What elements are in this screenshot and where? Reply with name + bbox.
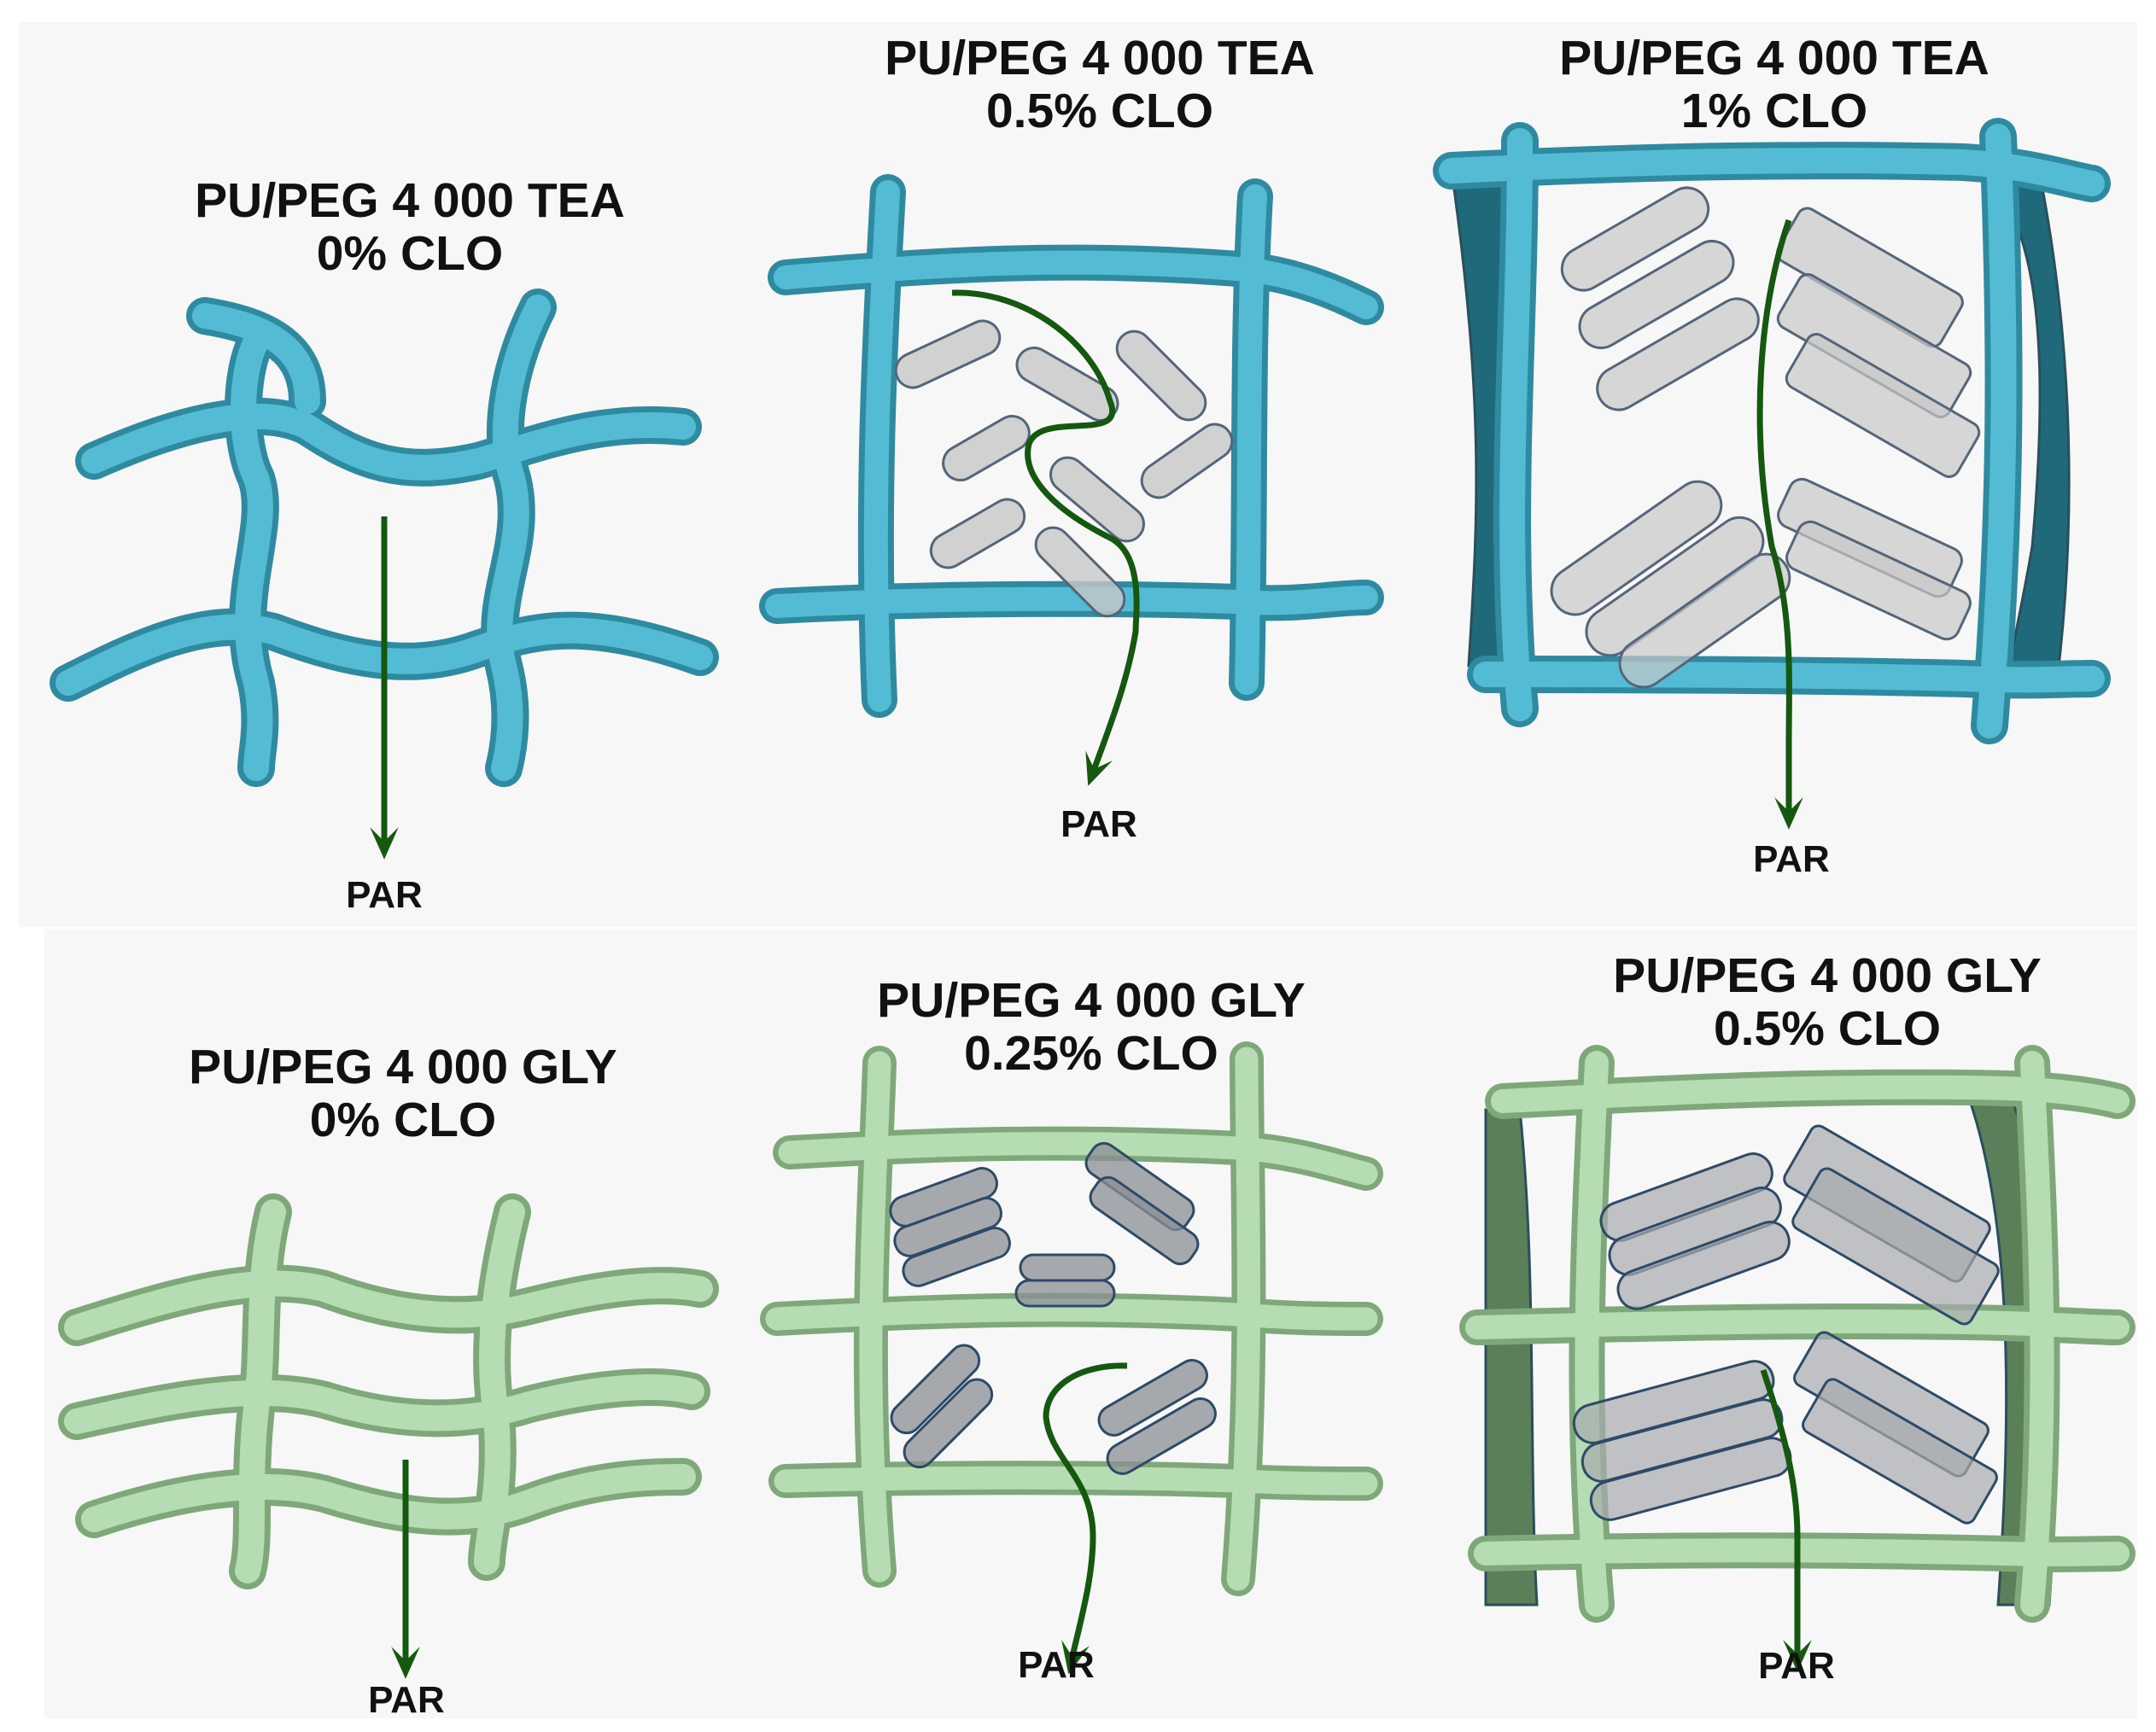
par-label-tea-1: PAR	[1753, 838, 1830, 880]
panel-title-tea-05: PU/PEG 4 000 TEA 0.5% CLO	[885, 31, 1315, 138]
par-label-tea-0: PAR	[346, 874, 423, 916]
par-label-gly-0: PAR	[368, 1679, 445, 1721]
network-gly-05	[1459, 1045, 2136, 1623]
clo-particles-tea-05	[894, 319, 1234, 618]
par-label-gly-05: PAR	[1758, 1645, 1835, 1687]
network-tea-05	[759, 174, 1384, 718]
clo-particles-gly-05	[1572, 1124, 2000, 1525]
network-tea-1	[1433, 118, 2111, 744]
network-tea-0	[50, 289, 719, 787]
par-arrow-tea-05	[951, 289, 1140, 786]
panel-title-tea-0: PU/PEG 4 000 TEA 0% CLO	[195, 173, 625, 281]
panel-title-gly-0: PU/PEG 4 000 GLY 0% CLO	[189, 1040, 617, 1147]
panel-title-gly-05: PU/PEG 4 000 GLY 0.5% CLO	[1613, 948, 2042, 1056]
panel-title-tea-1: PU/PEG 4 000 TEA 1% CLO	[1559, 31, 1989, 138]
panel-title-gly-025: PU/PEG 4 000 GLY 0.25% CLO	[877, 973, 1306, 1081]
clo-particles-gly-025	[889, 1141, 1217, 1475]
par-arrow-gly-05	[1760, 1368, 1812, 1672]
par-label-tea-05: PAR	[1060, 803, 1137, 845]
par-arrow-gly-025	[1043, 1362, 1128, 1675]
network-gly-025	[760, 1041, 1383, 1596]
par-label-gly-025: PAR	[1018, 1644, 1095, 1686]
par-arrow-tea-1	[1756, 219, 1803, 830]
network-gly-0	[58, 1193, 719, 1589]
clo-particles-tea-1	[1550, 186, 1981, 689]
